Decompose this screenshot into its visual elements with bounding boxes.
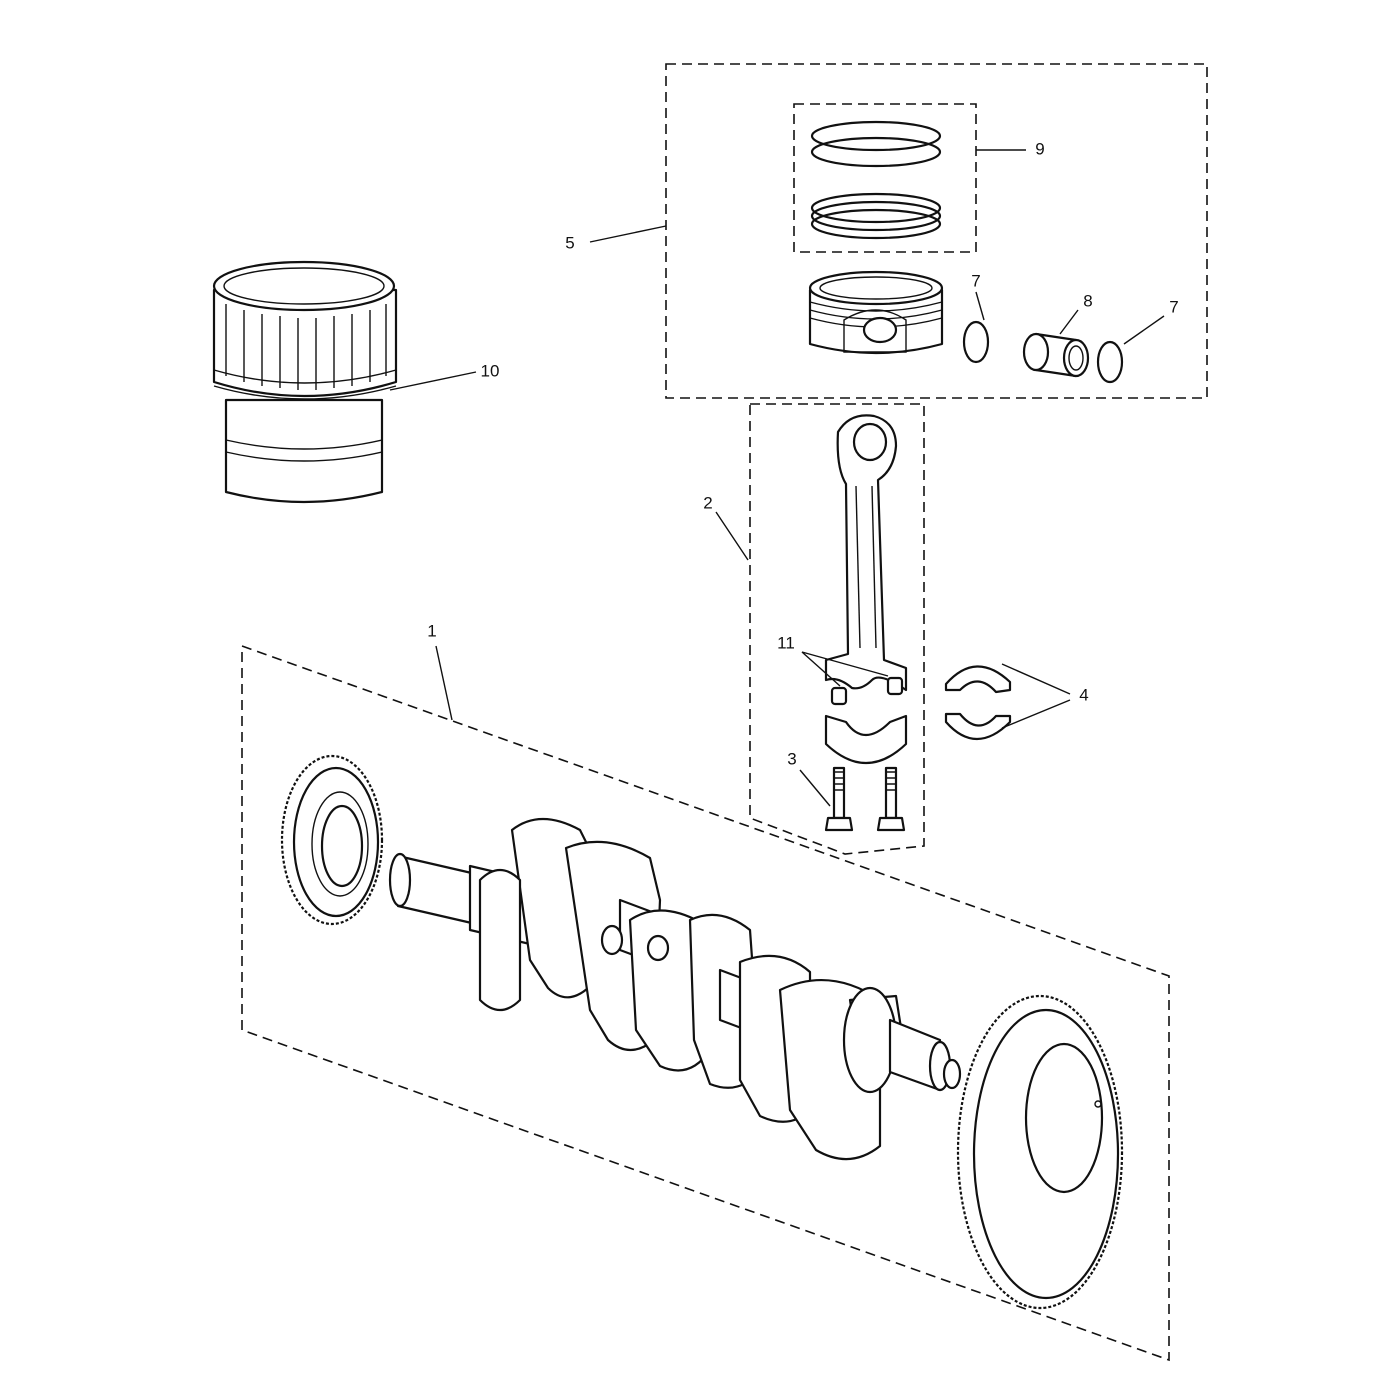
crankshaft (388, 818, 962, 1161)
leader-lines (389, 149, 1165, 807)
circlip-right (1096, 340, 1124, 384)
callout-10: 10 (481, 361, 500, 380)
big-end-bearing-shell-upper (944, 665, 1012, 694)
piston (808, 270, 944, 355)
callout-7-right: 7 (1169, 297, 1178, 316)
piston-ring-set (810, 120, 942, 240)
callout-1: 1 (427, 621, 436, 640)
crankshaft-group-box (241, 644, 1170, 1362)
rear-gear (956, 994, 1124, 1310)
conrod-bolt-left (824, 766, 854, 832)
callout-5: 5 (565, 233, 574, 252)
connecting-rod-group-box (749, 403, 925, 855)
connecting-rod (824, 414, 908, 764)
callout-11: 11 (777, 633, 795, 652)
callout-8: 8 (1083, 291, 1092, 310)
piston-ring-set-group-box (793, 103, 977, 253)
circlip-left (962, 320, 990, 364)
big-end-bearing-shell-lower (944, 712, 1012, 741)
callout-7-left: 7 (971, 271, 980, 290)
cylinder-liner (212, 260, 398, 504)
callout-2: 2 (703, 493, 712, 512)
conrod-bolt-right (876, 766, 906, 832)
callout-3: 3 (787, 749, 796, 768)
gudgeon-pin (1022, 332, 1090, 378)
callout-4: 4 (1079, 685, 1088, 704)
front-gear (280, 754, 384, 926)
piston-assembly-group-box (665, 63, 1208, 399)
callout-9: 9 (1035, 139, 1044, 158)
